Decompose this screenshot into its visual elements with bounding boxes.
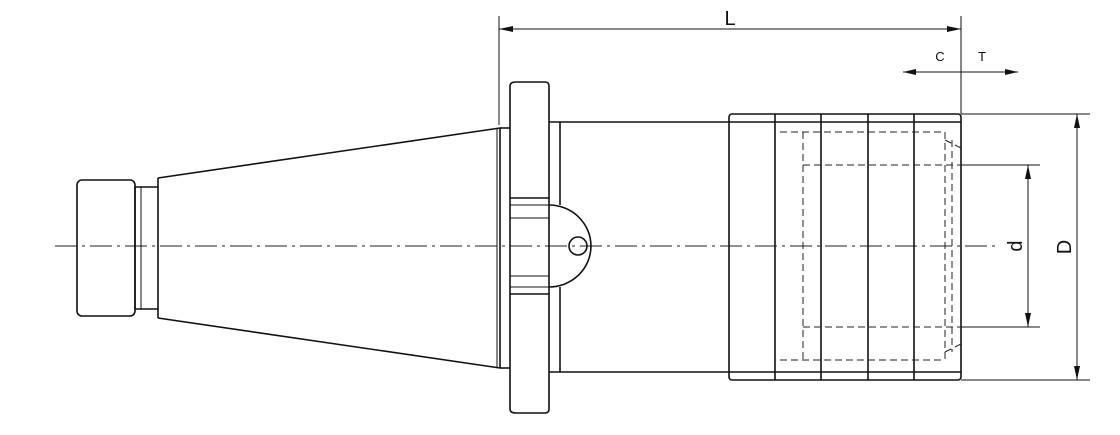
neck-body bbox=[549, 121, 729, 373]
dimension-CT bbox=[903, 69, 1018, 75]
dimension-d bbox=[961, 164, 1040, 328]
label-D: D bbox=[1054, 240, 1076, 254]
retention-knob bbox=[76, 178, 159, 318]
chuck-body bbox=[728, 113, 962, 381]
hidden-bore bbox=[780, 131, 962, 361]
dimension-D bbox=[961, 113, 1090, 381]
label-d: d bbox=[1005, 240, 1027, 251]
label-T: T bbox=[978, 49, 986, 64]
label-C: C bbox=[935, 49, 944, 64]
taper-shank bbox=[157, 127, 510, 369]
label-L: L bbox=[724, 8, 735, 30]
flange bbox=[509, 81, 592, 414]
dimension-L bbox=[498, 16, 962, 125]
